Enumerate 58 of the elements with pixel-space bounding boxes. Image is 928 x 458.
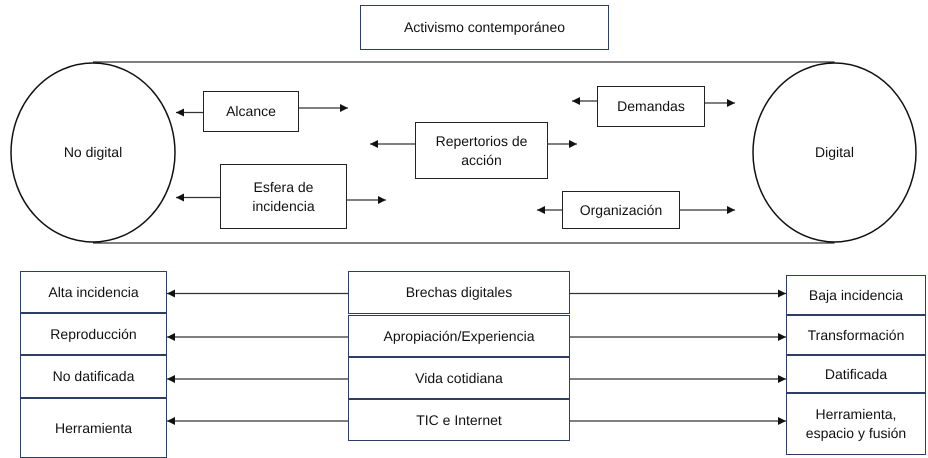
node-label: Alta incidencia xyxy=(47,282,140,302)
connector-line xyxy=(93,242,834,244)
arrow xyxy=(570,290,786,298)
node-label: Herramienta, espacio y fusión xyxy=(804,405,908,443)
node-label: Esfera de incidencia xyxy=(251,178,316,216)
arrow xyxy=(680,206,735,214)
arrow xyxy=(167,333,348,341)
concept-box xyxy=(203,91,299,132)
arrow xyxy=(167,375,348,383)
title-text: Activismo contemporáneo xyxy=(402,18,566,37)
category-box xyxy=(20,271,167,313)
arrow xyxy=(370,140,415,148)
category-box xyxy=(786,275,926,315)
category-box xyxy=(348,271,570,314)
node-label: Organización xyxy=(578,200,664,220)
node-label: Brechas digitales xyxy=(404,283,514,302)
node-label: Vida cotidiana xyxy=(414,368,504,388)
node-label: Alcance xyxy=(225,102,277,121)
node-label: Demandas xyxy=(616,97,686,116)
arrow xyxy=(570,417,786,425)
node-label: Transformación xyxy=(806,326,906,344)
concept-box xyxy=(597,86,705,127)
arrow xyxy=(570,333,786,341)
category-box xyxy=(20,398,167,458)
node-label: Herramienta xyxy=(54,418,134,438)
category-box xyxy=(20,313,167,355)
node-label: Reproducción xyxy=(49,324,138,344)
arrow xyxy=(167,290,348,298)
arrow xyxy=(548,140,577,148)
connector-line xyxy=(93,61,834,63)
arrow xyxy=(347,196,386,204)
concept-box xyxy=(220,164,347,229)
concept-box xyxy=(562,191,680,229)
arrow xyxy=(167,417,348,425)
arrow xyxy=(176,194,220,202)
node-label: Digital xyxy=(814,143,855,162)
node-label: No digital xyxy=(62,143,124,162)
arrow xyxy=(705,99,735,107)
category-box xyxy=(786,315,926,355)
arrow xyxy=(299,104,348,112)
category-box xyxy=(348,399,570,441)
category-box xyxy=(786,355,926,393)
node-label: Baja incidencia xyxy=(808,286,904,304)
category-box xyxy=(348,315,570,357)
node-label: Datificada xyxy=(824,364,888,384)
title-box xyxy=(360,5,609,50)
node-label: Apropiación/Experiencia xyxy=(382,326,536,346)
node-label: No datificada xyxy=(52,367,136,386)
concept-box xyxy=(415,122,548,179)
arrow xyxy=(570,375,786,383)
category-box xyxy=(348,357,570,399)
node-label: Repertorios de acción xyxy=(434,132,528,170)
arrow xyxy=(572,97,597,105)
category-box xyxy=(20,355,167,398)
arrow xyxy=(537,206,562,214)
category-box xyxy=(786,393,926,455)
arrow xyxy=(176,108,203,116)
node-label: TIC e Internet xyxy=(415,410,503,430)
